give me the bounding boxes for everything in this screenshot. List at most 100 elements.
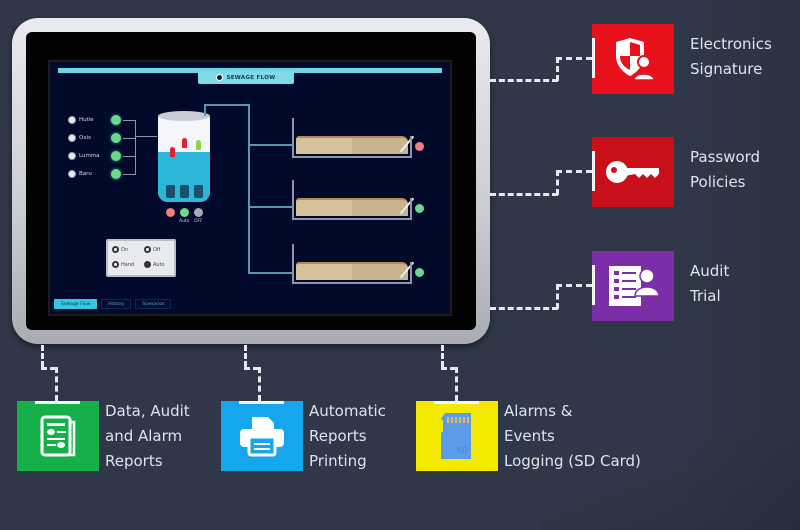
shield-user-icon [616, 38, 655, 81]
valve-icon [68, 116, 76, 124]
feature-label: Electronics Signature [690, 32, 772, 82]
valve-label: Baru [79, 171, 92, 177]
feature-label: Audit Trial [690, 259, 729, 309]
basin-status-led [415, 142, 424, 151]
pipe [248, 272, 294, 274]
screen-tabs: Sewage Flow History Scenarios [54, 299, 172, 309]
valve-status-indicator [111, 133, 121, 143]
connector-line [490, 79, 558, 82]
radio-icon [144, 246, 151, 253]
pipe-line [123, 138, 135, 139]
box-connector-bar [35, 401, 80, 404]
basin-wall [410, 198, 412, 220]
valve-label: Lumma [79, 153, 100, 159]
feature-label-line: Password [690, 148, 761, 166]
box-connector-bar [592, 265, 595, 305]
svg-text:SD: SD [457, 446, 468, 455]
basin-status-led [415, 268, 424, 277]
screen-title-tab: Sewage Flow [198, 71, 294, 84]
basin-sludge [296, 262, 408, 280]
valve-label: Oxis [79, 135, 91, 141]
connector-line [258, 367, 261, 401]
feature-alarms-events-logging: SD Alarms & Events Logging (SD Card) [416, 401, 641, 474]
pump-icon [180, 185, 189, 198]
connector-line [441, 367, 456, 370]
feature-icon-box: SD [416, 401, 498, 471]
feature-label-line: and Alarm [105, 427, 183, 445]
screen-top-bar [58, 68, 442, 73]
feature-label-line: Audit [690, 262, 730, 280]
connector-line [55, 367, 58, 401]
tab-scenarios[interactable]: Scenarios [135, 299, 172, 309]
box-connector-bar [434, 401, 479, 404]
connector-line [556, 170, 559, 195]
feature-label-line: Logging (SD Card) [504, 452, 641, 470]
feature-label-line: Automatic [309, 402, 386, 420]
sewage-icon [216, 74, 224, 81]
feature-label-line: Events [504, 427, 555, 445]
feature-label-line: Reports [309, 427, 367, 445]
connector-line [244, 367, 259, 370]
feature-icon-box [592, 24, 674, 94]
basin-floor [292, 218, 412, 220]
mode-option-auto[interactable]: Auto [144, 261, 165, 268]
pump-icon [194, 185, 203, 198]
connector-line [556, 57, 592, 60]
tab-history[interactable]: History [101, 299, 132, 309]
feature-label-line: Signature [690, 60, 763, 78]
settling-basin[interactable] [292, 180, 424, 220]
hmi-screen: Sewage Flow Hutle Oxis Lumma Baru [48, 60, 452, 316]
feature-label: Data, Audit and Alarm Reports [105, 399, 190, 474]
pipe-line [123, 120, 135, 121]
basin-floor [292, 156, 412, 158]
feature-label: Password Policies [690, 145, 760, 195]
pipe [204, 104, 248, 106]
pump-status-label: OFF [194, 219, 203, 224]
sewage-tank[interactable] [158, 114, 210, 202]
mode-option-off[interactable]: Off [144, 246, 160, 253]
key-icon [606, 161, 659, 183]
pipe-line [135, 136, 157, 137]
mode-option-on[interactable]: On [112, 246, 128, 253]
basin-sludge [296, 136, 408, 154]
basin-sludge [296, 198, 408, 216]
connector-line [556, 284, 559, 309]
pump-status-led [166, 208, 175, 217]
basin-wall [410, 136, 412, 158]
connector-line [41, 367, 56, 370]
radio-icon [144, 261, 151, 268]
connector-line [244, 345, 247, 367]
mode-label: Hand [121, 261, 135, 268]
valve-status-indicator [111, 115, 121, 125]
printer-icon [240, 417, 284, 457]
valve-row[interactable]: Baru [68, 169, 121, 179]
pump-icon [166, 185, 175, 198]
mode-option-hand[interactable]: Hand [112, 261, 134, 268]
pipe [248, 104, 250, 274]
mode-label: On [121, 246, 129, 253]
connector-line [490, 193, 558, 196]
connector-line [441, 345, 444, 367]
feature-audit-trial: Audit Trial [592, 251, 729, 321]
audit-list-user-icon [609, 266, 660, 306]
connector-line [556, 57, 559, 81]
feature-icon-box [592, 137, 674, 207]
pipe [204, 104, 206, 116]
tank-lid [158, 111, 210, 121]
background-shade [540, 410, 800, 530]
tab-sewage-flow[interactable]: Sewage Flow [54, 299, 98, 309]
valve-row[interactable]: Oxis [68, 133, 121, 143]
sensor-probe-icon [170, 147, 175, 157]
feature-label-line: Alarms & [504, 402, 573, 420]
feature-icon-box [221, 401, 303, 471]
feature-icon-box [592, 251, 674, 321]
settling-basin[interactable] [292, 244, 424, 284]
valve-row[interactable]: Lumma [68, 151, 121, 161]
basin-floor [292, 282, 412, 284]
valve-row[interactable]: Hutle [68, 115, 121, 125]
basin-wall [292, 244, 294, 284]
basin-wall [292, 118, 294, 158]
sensor-probe-icon [182, 138, 187, 148]
settling-basin[interactable] [292, 118, 424, 158]
sd-card-icon: SD [441, 413, 471, 459]
